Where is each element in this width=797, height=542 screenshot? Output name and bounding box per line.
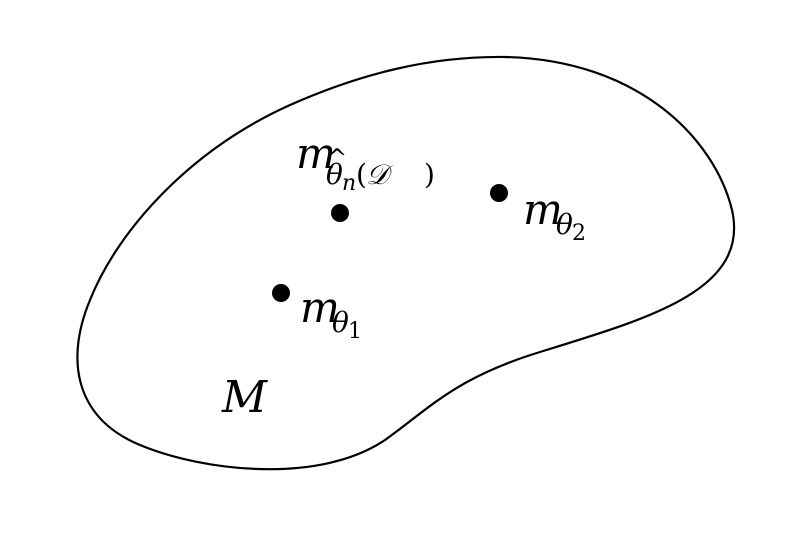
label-estimate: m ^ θ n ( 𝒟 ) [296, 129, 435, 196]
svg-text:m: m [523, 185, 563, 234]
svg-text:θ: θ [556, 208, 573, 241]
svg-text:𝒟: 𝒟 [366, 158, 393, 191]
svg-text:^: ^ [327, 144, 347, 172]
svg-text:m: m [300, 283, 340, 332]
svg-text:θ: θ [332, 306, 349, 339]
point-theta2 [490, 184, 508, 202]
svg-text:θ: θ [326, 158, 343, 191]
label-theta2: m θ 2 [523, 185, 586, 246]
label-theta1: m θ 1 [300, 283, 362, 344]
point-estimate [331, 204, 349, 222]
point-theta1 [272, 284, 290, 302]
svg-text:n: n [342, 171, 356, 196]
svg-text:2: 2 [572, 221, 586, 246]
svg-text:m: m [296, 129, 336, 178]
svg-text:): ) [424, 158, 435, 191]
manifold-region-outline [76, 55, 736, 471]
svg-text:(: ( [356, 158, 367, 191]
svg-text:1: 1 [348, 319, 362, 344]
region-label-m: M [221, 372, 268, 423]
